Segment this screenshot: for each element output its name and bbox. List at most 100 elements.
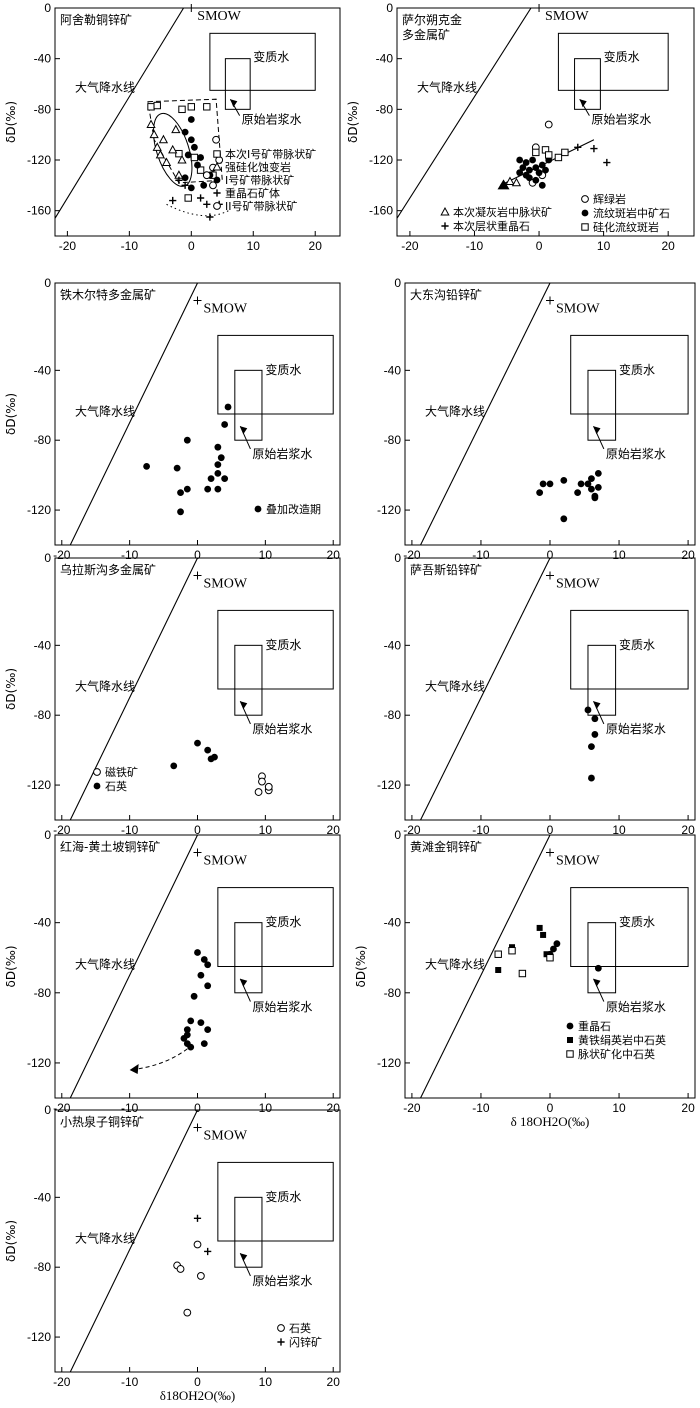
y-tick-label: -120: [27, 1056, 51, 1070]
x-tick-label: 0: [194, 1375, 201, 1389]
panel-title: 多金属矿: [402, 27, 450, 42]
x-tick-label: -20: [53, 1101, 71, 1115]
series-1: [143, 403, 232, 516]
data-point: [577, 480, 585, 488]
data-point: [603, 158, 611, 167]
legend-label: 闪锌矿: [289, 1335, 322, 1349]
data-point: [539, 480, 547, 488]
x-tick-label: 0: [188, 239, 195, 253]
meteoric-water-line: [69, 283, 198, 545]
data-point: [574, 143, 582, 151]
data-point: [494, 950, 502, 958]
legend-label: 重晶石矿体: [225, 186, 280, 200]
data-point: [193, 1240, 202, 1249]
panel-title: 萨吾斯铅锌矿: [410, 563, 482, 577]
panel-title: 阿舍勒铜锌矿: [60, 12, 132, 27]
data-point: [511, 177, 522, 187]
data-point: [212, 135, 220, 144]
smow-marker: [193, 1123, 202, 1132]
legend-marker: [441, 222, 449, 230]
legend-marker: [213, 150, 221, 158]
x-tick-label: 20: [661, 239, 675, 253]
metamorphic-water-label: 变质水: [253, 49, 289, 64]
legend-label: II号矿带脉状矿: [225, 199, 298, 213]
data-point: [176, 1265, 185, 1273]
y-tick-label: -160: [27, 204, 51, 218]
magmatic-arrow-head: [579, 99, 587, 108]
metamorphic-water-box: [217, 609, 334, 690]
y-tick-label: -80: [34, 986, 52, 1000]
legend-label: 石英: [105, 779, 127, 793]
magmatic-water-box: [234, 644, 263, 716]
data-point: [536, 489, 544, 496]
data-point: [143, 463, 151, 470]
plot-area: [55, 8, 316, 221]
smow-label: SMOW: [545, 9, 589, 24]
x-tick-label: -10: [121, 1375, 139, 1389]
mwl-label: 大气降水线: [75, 80, 135, 95]
data-point: [181, 174, 189, 182]
smow-marker: [535, 4, 544, 12]
data-point: [588, 743, 595, 751]
magmatic-arrow-head: [240, 426, 248, 435]
data-point: [211, 753, 218, 761]
data-point: [194, 949, 201, 956]
y-tick-label: -80: [34, 102, 52, 116]
x-tick-label: -20: [53, 823, 71, 837]
data-point: [516, 169, 524, 177]
data-point: [191, 143, 198, 151]
data-point: [532, 176, 540, 184]
data-point: [171, 124, 181, 134]
data-point: [184, 151, 192, 159]
y-tick-label: -80: [384, 433, 402, 447]
y-tick-label: -160: [369, 204, 393, 218]
magmatic-water-box: [587, 644, 617, 716]
data-point: [588, 774, 595, 782]
data-point: [193, 1214, 202, 1222]
field-dotted: [166, 203, 229, 217]
mwl-label: 大气降水线: [75, 679, 135, 694]
data-point: [146, 119, 156, 129]
legend-label: 磁铁矿: [105, 766, 138, 779]
data-point: [155, 149, 165, 159]
smow-marker: [546, 296, 554, 305]
metamorphic-water-label: 变质水: [265, 914, 301, 929]
mwl-label: 大气降水线: [75, 404, 135, 419]
data-point: [553, 940, 561, 948]
x-tick-label: 20: [681, 1101, 695, 1115]
legend-marker: [581, 195, 589, 203]
metamorphic-water-box: [570, 887, 689, 967]
smow-label: SMOW: [204, 854, 248, 869]
x-tick-label: -10: [121, 1101, 139, 1115]
meteoric-water-line: [69, 1110, 198, 1372]
smow-label: SMOW: [197, 9, 241, 24]
data-point: [177, 489, 184, 496]
x-tick-label: -10: [466, 239, 484, 253]
x-tick-label: 20: [681, 823, 695, 837]
data-point: [516, 156, 524, 164]
legend-label: 脉状矿化中石英: [578, 1047, 655, 1061]
y-axis-label: δD(‰): [354, 945, 368, 987]
series-2: [516, 156, 553, 189]
panel-title: 小热泉子铜锌矿: [60, 1114, 144, 1129]
data-point: [588, 485, 595, 493]
magmatic-arrow-head: [240, 978, 248, 987]
x-tick-label: -20: [53, 1375, 71, 1389]
legend-label: 流纹斑岩中矿石: [593, 206, 670, 220]
data-point: [204, 1247, 212, 1256]
series-1: [584, 706, 599, 782]
y-tick-label: -120: [369, 153, 393, 167]
y-tick-label: -80: [384, 708, 402, 722]
legend-label: 重晶石: [578, 1019, 611, 1033]
metamorphic-water-box: [217, 887, 334, 967]
y-axis-label: δD(‰): [4, 101, 18, 143]
panel-title: 红海-黄土坡铜锌矿: [60, 839, 160, 854]
y-tick-label: 0: [44, 828, 51, 842]
legend-marker: [254, 505, 262, 513]
magmatic-arrow-head: [230, 99, 238, 108]
legend-marker: [93, 782, 101, 790]
data-point: [508, 947, 516, 955]
